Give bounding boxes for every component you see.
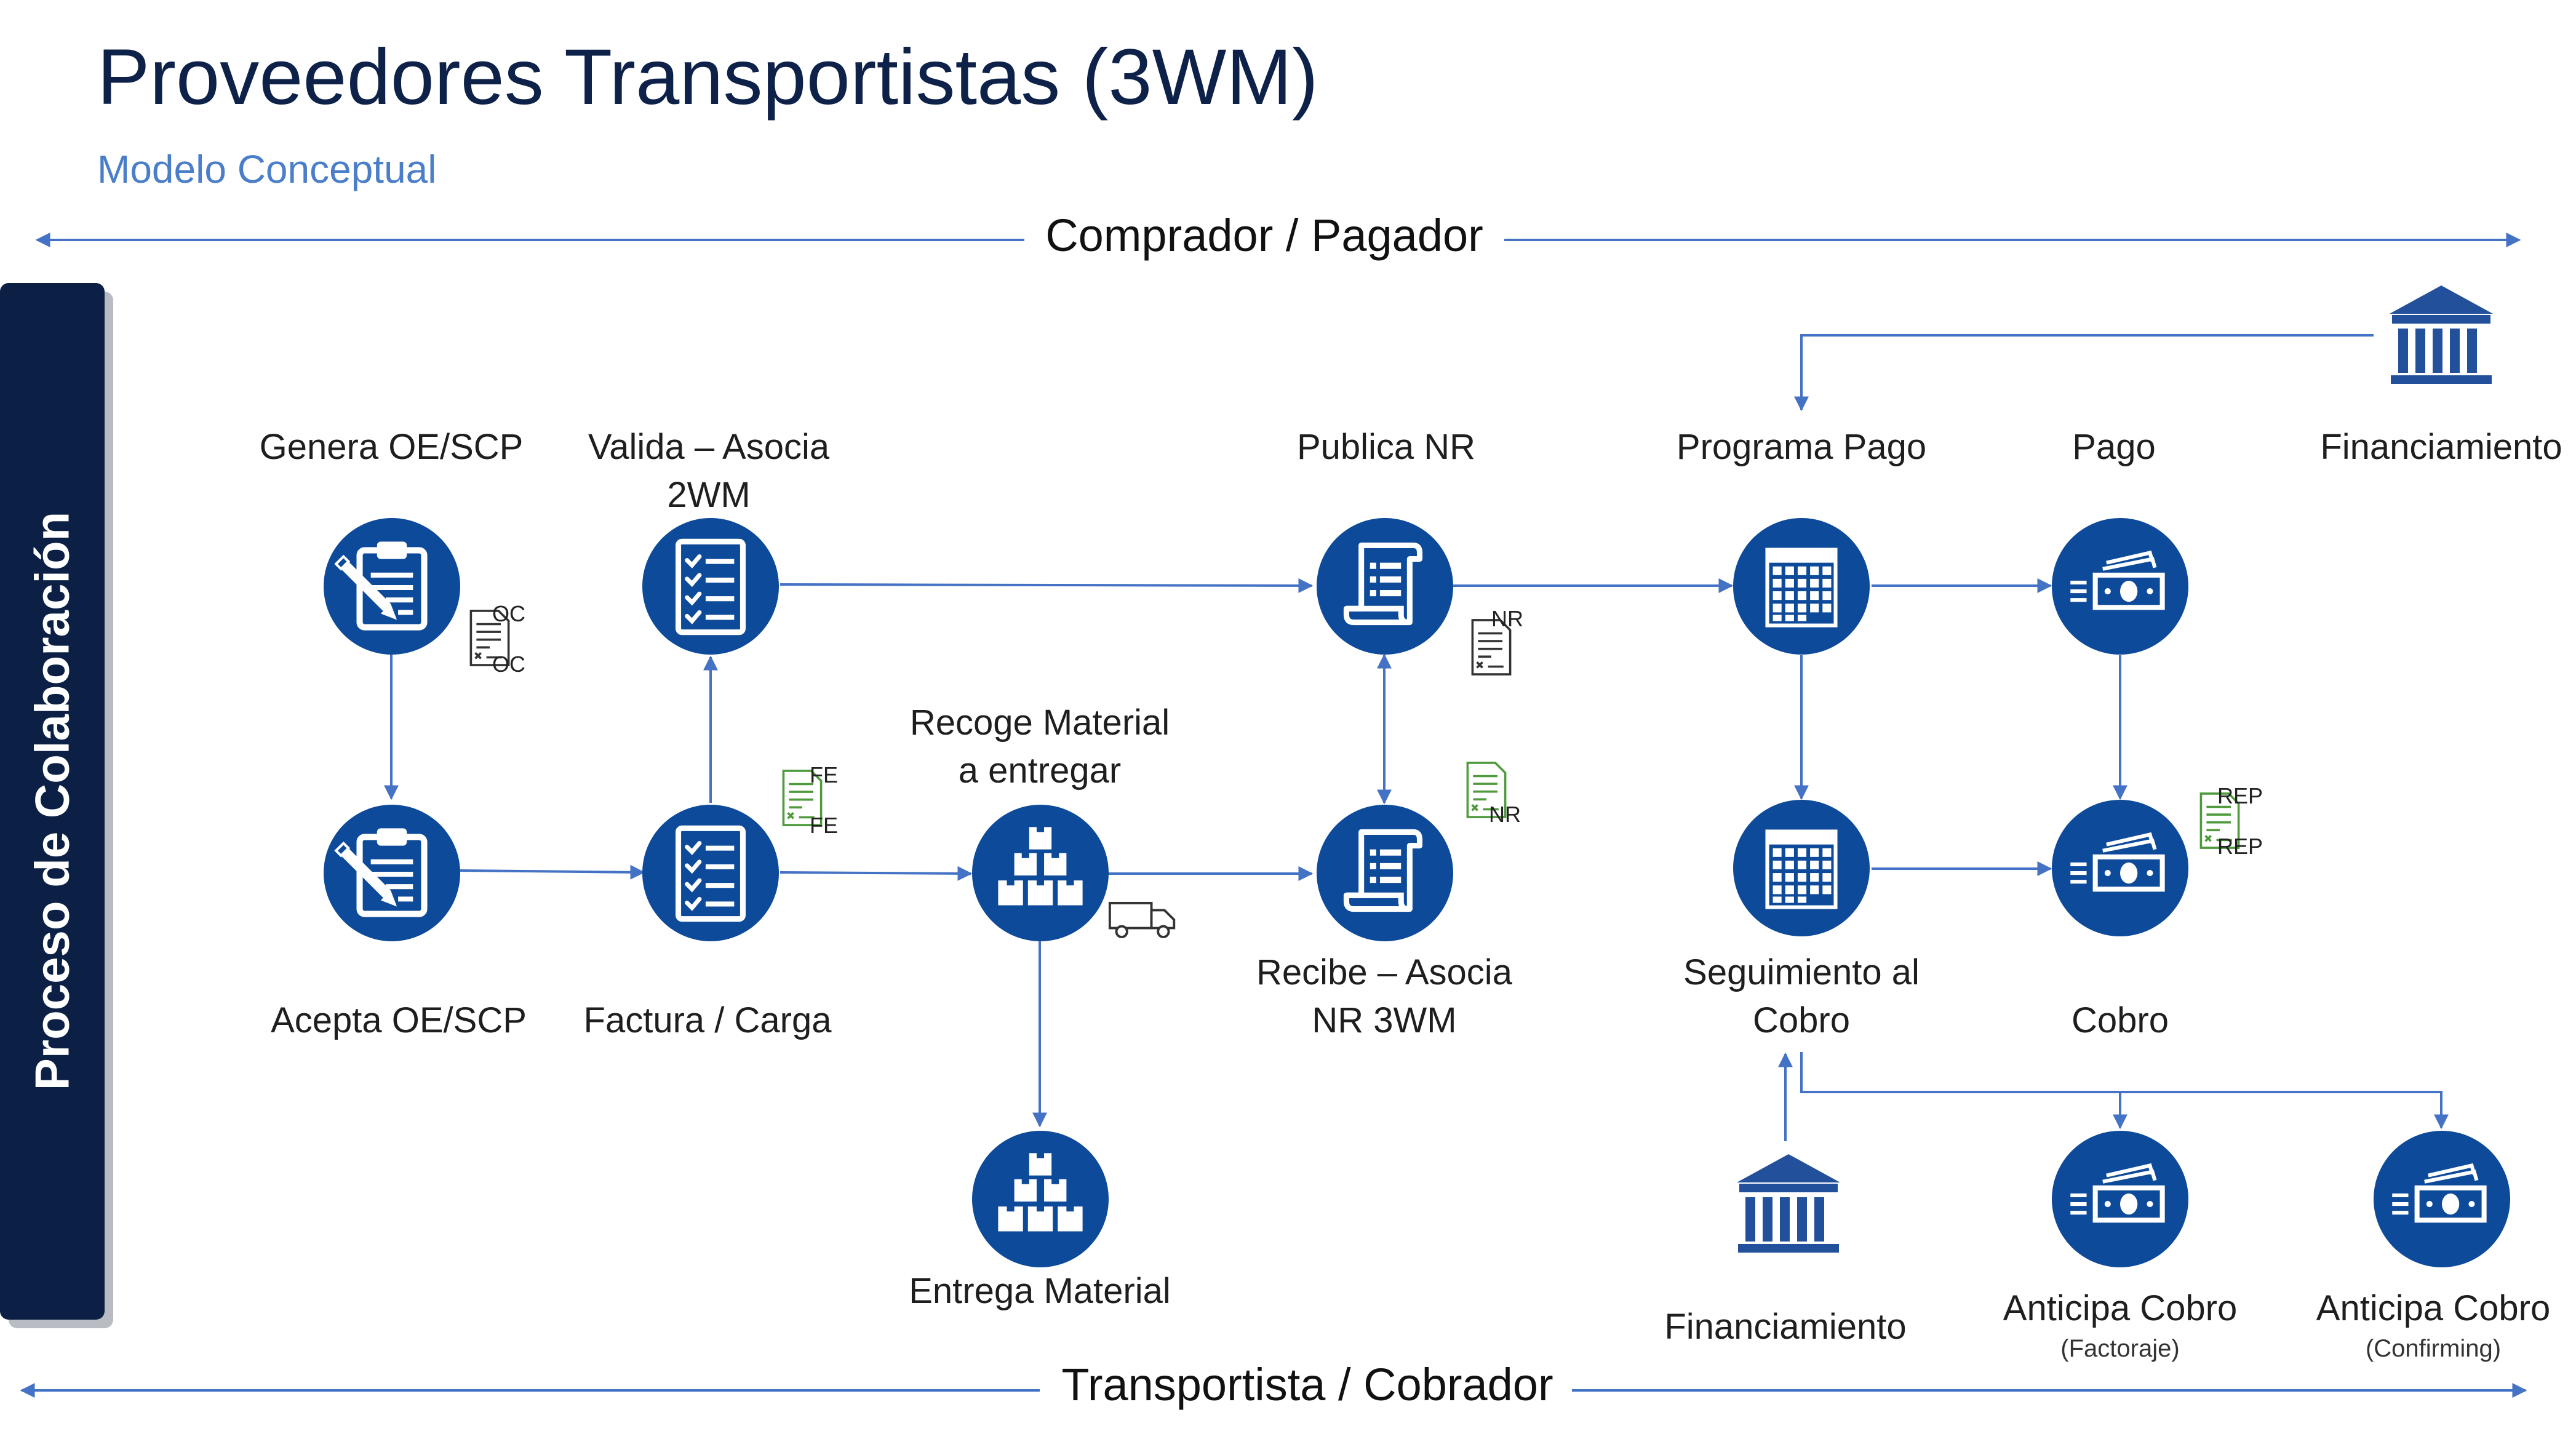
receipt-scroll-icon (1317, 805, 1453, 941)
receipt-scroll-icon (1317, 518, 1453, 655)
sidebar-panel (0, 283, 105, 1320)
calendar-icon (1733, 800, 1870, 936)
step-label-cobro: Cobro (2072, 1000, 2169, 1040)
step-label-recoge: Recoge Material a entregar (910, 699, 1170, 794)
step-label-anticipa-factoraje: Anticipa Cobro (2003, 1288, 2238, 1328)
step-label-valida-line1: Valida – Asocia (588, 427, 830, 467)
step-label-financiamiento-top: Financiamiento (2320, 427, 2562, 467)
money-icon (2052, 800, 2188, 936)
doc-label-rep: REP (2217, 783, 2263, 808)
step-label-recibe: Recibe – Asocia NR 3WM (1256, 949, 1512, 1044)
step-label-seguimiento: Seguimiento al Cobro (1683, 949, 1920, 1044)
page-subtitle: Modelo Conceptual (97, 147, 437, 191)
step-label-financiamiento-bottom: Financiamiento (1664, 1307, 1907, 1347)
step-label-valida-line2: 2WM (667, 474, 751, 515)
step-label-entrega: Entrega Material (909, 1271, 1171, 1311)
doc-label-fe: FE (810, 813, 838, 838)
step-label-factura: Factura / Carga (583, 1000, 832, 1040)
step-note-factoraje: (Factoraje) (2060, 1335, 2180, 1362)
top-axis-label: Comprador / Pagador (1027, 209, 1502, 261)
calendar-icon (1733, 518, 1870, 655)
boxes-icon (972, 1131, 1109, 1267)
step-label-programa: Programa Pago (1676, 427, 1927, 467)
clipboard-edit-icon (324, 518, 460, 655)
truck-icon (1108, 901, 1176, 938)
doc-label-oc: OC (492, 601, 525, 626)
boxes-icon (972, 805, 1109, 941)
doc-label-rep: REP (2217, 834, 2263, 859)
money-icon (2052, 1131, 2188, 1267)
step-label-publica: Publica NR (1296, 427, 1476, 467)
arrow-financiamiento-to-programa (1794, 334, 2374, 412)
doc-label-nr: NR (1489, 802, 1521, 827)
page-title: Proveedores Transportistas (3WM) (97, 33, 1318, 121)
bank-icon (1737, 1154, 1840, 1253)
step-label-recoge-line2: a entregar (958, 750, 1122, 791)
step-label-valida: Valida – Asocia 2WM (588, 423, 829, 519)
doc-label-fe: FE (810, 762, 838, 787)
arrow-factura-to-recoge (780, 866, 973, 881)
step-label-seguimiento-line2: Cobro (1753, 1000, 1850, 1040)
step-label-recibe-line1: Recibe – Asocia (1256, 952, 1512, 992)
clipboard-edit-icon (324, 805, 460, 941)
step-label-recibe-line2: NR 3WM (1312, 1000, 1457, 1040)
doc-label-nr: NR (1491, 606, 1523, 631)
checklist-icon (642, 805, 779, 941)
step-label-acepta: Acepta OE/SCP (271, 1000, 527, 1040)
checklist-icon (642, 518, 779, 655)
money-icon (2052, 518, 2188, 655)
step-label-recoge-line1: Recoge Material (909, 703, 1170, 743)
step-label-pago: Pago (2072, 427, 2156, 467)
doc-label-oc: OC (492, 652, 525, 677)
step-note-confirming: (Confirming) (2365, 1335, 2502, 1362)
bank-icon (2390, 285, 2493, 384)
step-label-seguimiento-line1: Seguimiento al (1683, 952, 1920, 992)
arrow-acepta-to-factura (460, 864, 645, 880)
bottom-axis-label: Transportista / Cobrador (1043, 1358, 1572, 1411)
arrow-valida-to-publica (780, 578, 1314, 593)
step-label-anticipa-confirming: Anticipa Cobro (2316, 1288, 2551, 1328)
step-label-genera: Genera OE/SCP (259, 427, 524, 467)
money-icon (2374, 1131, 2510, 1267)
